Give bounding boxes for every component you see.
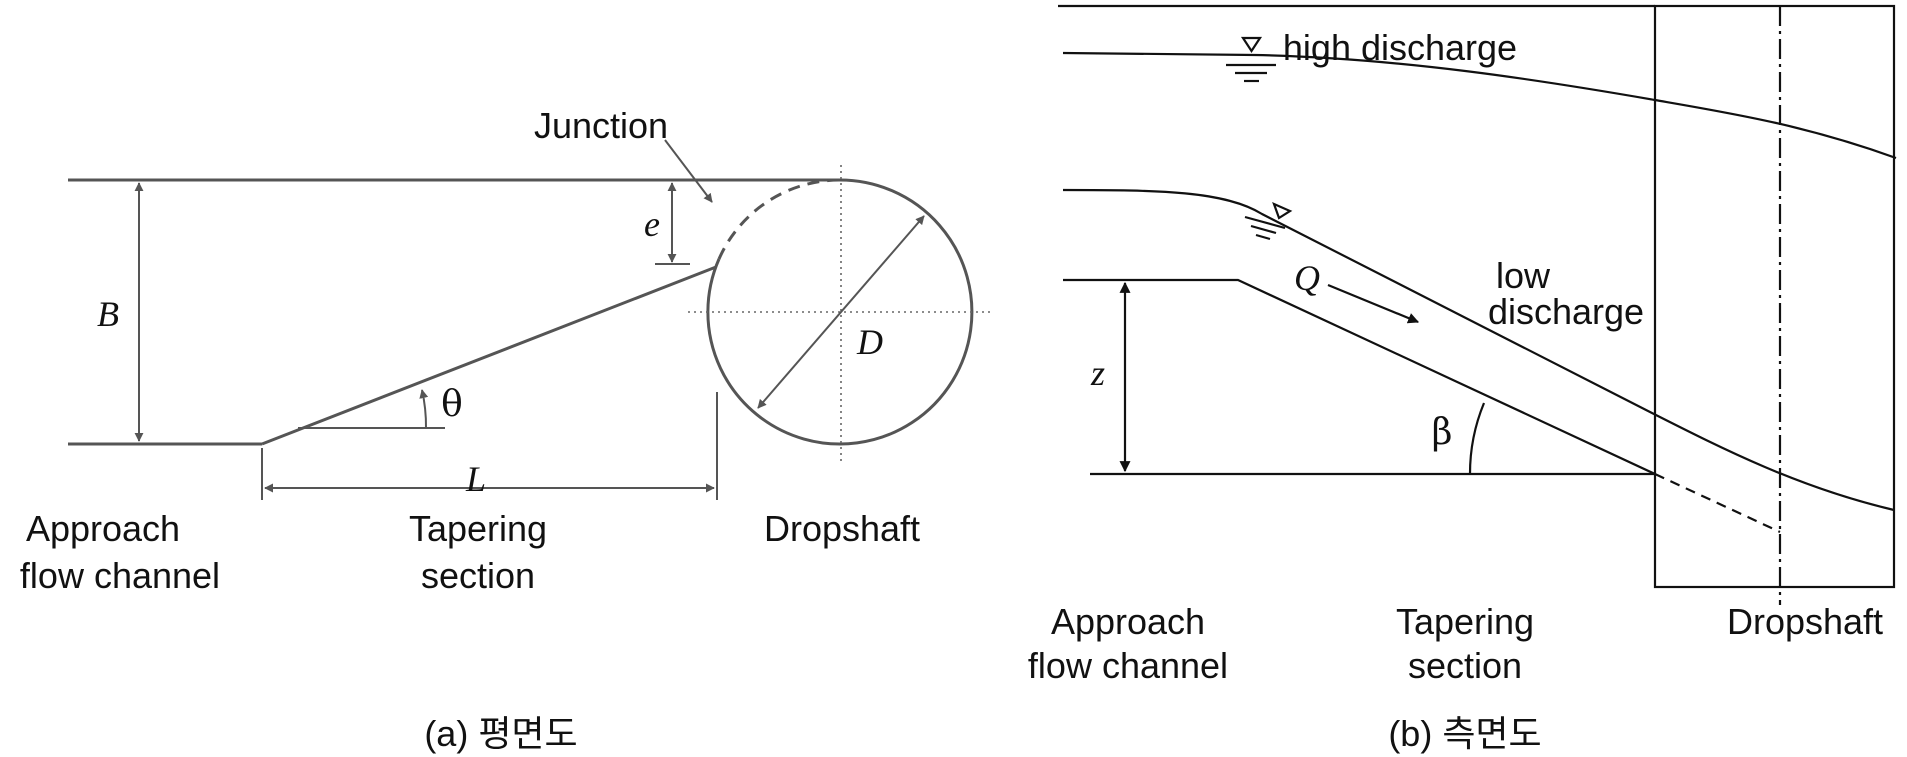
water-surface-marker-high	[1226, 36, 1276, 83]
panel-b-side-view: high discharge low discharge Q z β Appro…	[1028, 4, 1897, 754]
caption-a: (a) 평면도	[424, 713, 577, 754]
approach-label-line1: Approach	[26, 508, 180, 549]
approach-label-line2: flow channel	[1028, 645, 1228, 686]
theta-angle-arc	[419, 389, 429, 429]
d-symbol: D	[856, 322, 883, 362]
z-symbol: z	[1090, 353, 1105, 393]
approach-label-line1: Approach	[1051, 601, 1205, 642]
tapering-wall-line	[261, 265, 717, 446]
high-discharge-surface	[1062, 51, 1897, 160]
low-discharge-label-line1: low	[1496, 255, 1551, 296]
triangle-marker-icon	[1240, 36, 1263, 54]
beta-symbol: β	[1432, 412, 1453, 453]
junction-label: Junction	[534, 105, 668, 146]
channel-bed	[1063, 278, 1656, 475]
tapering-label-line1: Tapering	[1396, 601, 1534, 642]
bed-dashed-extension	[1654, 473, 1781, 533]
low-discharge-label-line2: discharge	[1488, 291, 1644, 332]
l-symbol: L	[465, 459, 486, 499]
junction-dashed-arc	[717, 178, 841, 260]
dropshaft-box	[1653, 4, 1896, 589]
tapering-label-line2: section	[421, 555, 535, 596]
dropshaft-label: Dropshaft	[1727, 601, 1883, 642]
high-discharge-label: high discharge	[1283, 27, 1517, 68]
b-symbol: B	[97, 294, 119, 334]
junction-pointer-arrow	[664, 139, 713, 203]
triangle-marker-icon	[1272, 201, 1293, 220]
marker-line-1	[1244, 215, 1286, 230]
marker-line-3	[1255, 233, 1271, 241]
dropshaft-circle	[706, 178, 974, 446]
flow-arrow	[1327, 283, 1420, 324]
dropshaft-label: Dropshaft	[764, 508, 920, 549]
approach-label-line2: flow channel	[20, 555, 220, 596]
tapering-label-line1: Tapering	[409, 508, 547, 549]
caption-b: (b) 측면도	[1388, 713, 1541, 754]
e-symbol: e	[644, 204, 660, 244]
beta-angle-arc	[1468, 402, 1486, 475]
q-symbol: Q	[1294, 258, 1320, 298]
water-surface-marker-low	[1244, 201, 1293, 241]
tapering-label-line2: section	[1408, 645, 1522, 686]
theta-symbol: θ	[441, 384, 463, 425]
low-discharge-surface	[1062, 188, 1895, 512]
panel-a-plan-view: Junction e B D θ L Approach flow channel…	[20, 105, 994, 754]
marker-line-2	[1250, 224, 1277, 235]
diameter-arrow	[757, 215, 925, 409]
